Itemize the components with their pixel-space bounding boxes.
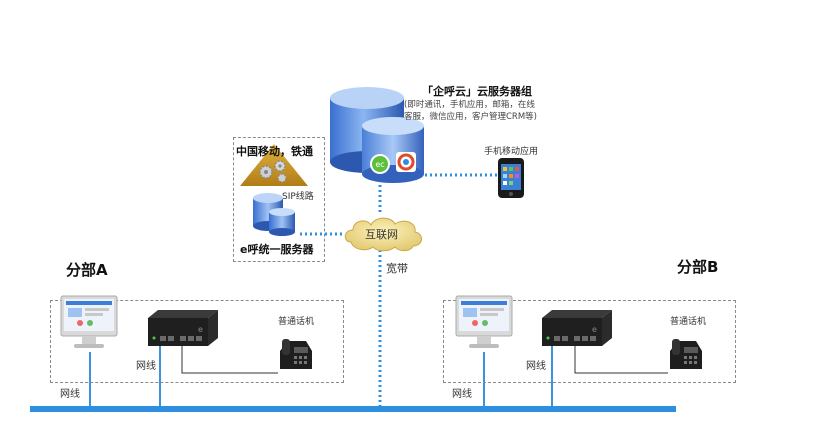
branch-a-voip-gateway-icon: e: [148, 310, 218, 346]
carrier-label: 中国移动，铁通: [236, 145, 313, 158]
sip-line-label: SIP线路: [282, 192, 314, 202]
branch-b-phone-wire: [574, 345, 668, 374]
broadband-label: 宽带: [386, 262, 408, 275]
unified-server-cylinders-icon: [253, 193, 295, 236]
branch-a-lan-label-inner: 网线: [136, 361, 156, 372]
branch-a-phone-wire: [181, 345, 278, 374]
cloud-server-desc-line2: 客服，微信应用，客户管理CRM等): [404, 112, 537, 122]
cloud-server-group-title: 「企呼云」云服务器组: [422, 85, 532, 98]
internet-cloud-icon: [344, 217, 422, 252]
branch-b-desktop-computer-icon: [455, 295, 513, 348]
internet-label: 互联网: [365, 228, 398, 241]
cloud-server-cylinders-icon: ec: [330, 87, 424, 183]
carrier-gear-triangle-icon: [240, 144, 308, 186]
backbone-network-line: [30, 406, 676, 412]
branch-a-phone-label: 普通话机: [278, 317, 315, 327]
branch-b-lan-label-inner: 网线: [526, 361, 546, 372]
carrier-server-group-box: [233, 137, 325, 262]
mobile-app-label: 手机移动应用: [484, 147, 539, 157]
branch-b-box: [443, 300, 736, 383]
svg-text:e: e: [592, 325, 597, 334]
branch-b-voip-gateway-icon: e: [542, 310, 612, 346]
svg-text:e: e: [198, 325, 203, 334]
branch-b-desk-phone-icon: [670, 339, 702, 369]
smartphone-icon: [498, 158, 524, 198]
branch-a-desk-phone-icon: [280, 339, 312, 369]
branch-a-lan-label-outer: 网线: [60, 389, 80, 400]
branch-b-phone-label: 普通话机: [670, 317, 707, 327]
branch-a-title: 分部A: [66, 261, 108, 279]
branch-b-lan-label-outer: 网线: [452, 389, 472, 400]
unified-server-label: e呼统一服务器: [240, 243, 314, 256]
branch-a-desktop-computer-icon: [60, 295, 118, 348]
cloud-server-desc-line1: (即时通讯，手机应用，邮箱，在线: [404, 100, 535, 110]
branch-a-box: [50, 300, 344, 383]
svg-text:ec: ec: [375, 160, 384, 169]
branch-b-title: 分部B: [677, 258, 719, 276]
